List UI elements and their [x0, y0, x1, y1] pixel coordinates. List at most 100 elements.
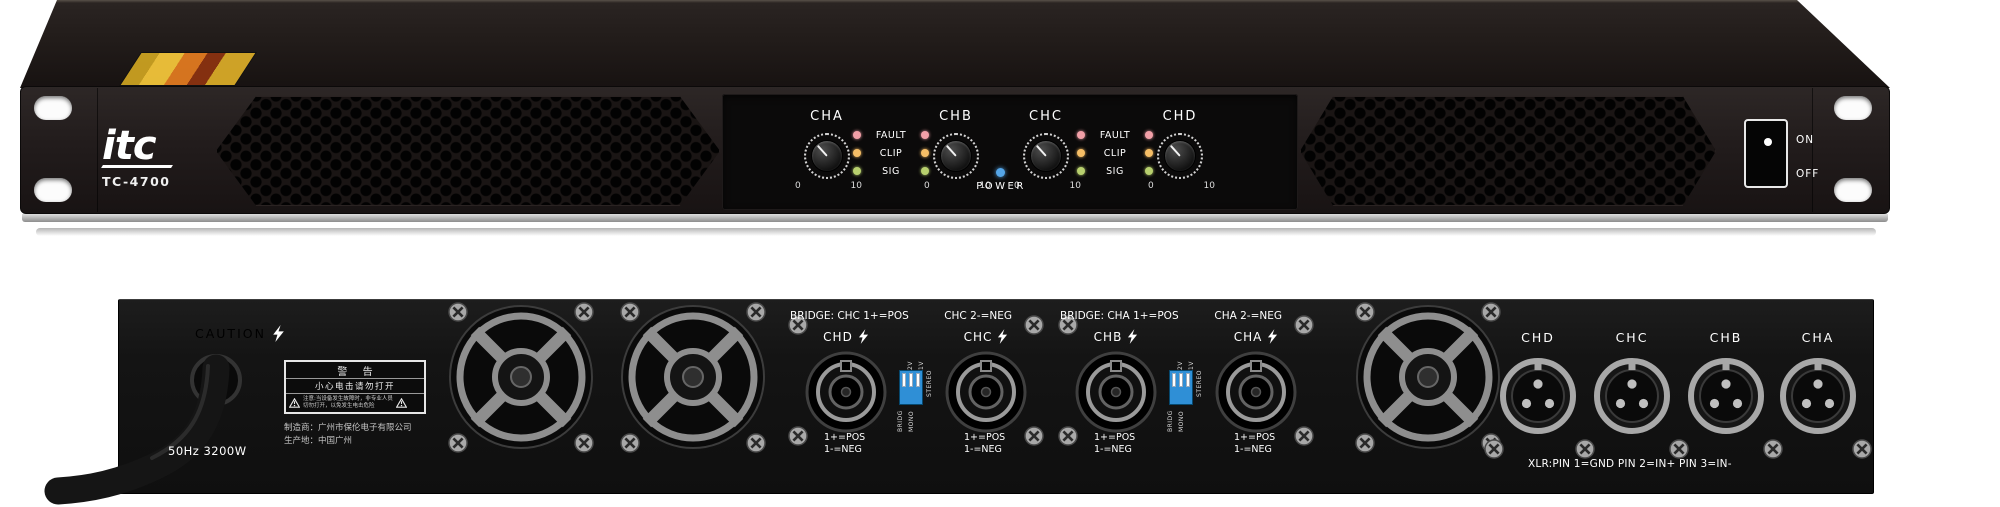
fault-led	[853, 131, 861, 139]
warning-note: 注意:当设备发生故障时，非专业人员 切勿打开，以免发生电击危险	[303, 396, 393, 409]
input-label-chb: CHB	[1709, 330, 1743, 345]
front-label-chb: CHB	[939, 109, 973, 124]
dip-label-2v: 2V	[907, 361, 914, 370]
knob-unit-chc: 0 10	[1011, 131, 1081, 191]
lightning-bolt-icon	[998, 329, 1008, 344]
fault-label: FAULT	[875, 129, 907, 141]
dip-label-mono: MONO	[1178, 410, 1185, 432]
volume-knob-cha[interactable]	[811, 140, 843, 172]
output-label-chc: CHC	[948, 329, 1024, 344]
dip-switch-block-2[interactable]: 2V 1V STEREO BRIDG MONO	[1163, 353, 1209, 432]
scale-max: 10	[1069, 181, 1081, 191]
switch-on-label: ON	[1796, 134, 1815, 146]
scale-max: 10	[850, 181, 862, 191]
clip-led	[853, 149, 861, 157]
front-bottom-trim	[22, 214, 1888, 222]
input-label-cha: CHA	[1801, 330, 1835, 345]
vent-grille-left	[216, 96, 720, 206]
sig-led	[1077, 167, 1085, 175]
rocker-dot	[1764, 138, 1772, 146]
front-label-cha: CHA	[810, 109, 844, 124]
knob-pointer	[1035, 144, 1047, 157]
dip-label-stereo: STEREO	[1196, 370, 1203, 397]
dip-label-2v: 2V	[1177, 361, 1184, 370]
brand-logo: itc	[102, 123, 157, 169]
knob-pointer	[1169, 144, 1181, 157]
dip-toggle[interactable]	[902, 373, 906, 387]
dip-label-1v: 1V	[918, 361, 925, 370]
fault-label: FAULT	[1099, 129, 1131, 141]
warning-title: 警 告	[337, 367, 379, 378]
knob-pointer	[816, 144, 828, 157]
led-cluster-cd: FAULT CLIP SIG	[1077, 126, 1153, 180]
dip-label-bridg: BRIDG	[1167, 410, 1174, 432]
vent-grille-right	[1300, 96, 1716, 206]
dip-switch-block-1[interactable]: 2V 1V STEREO BRIDG MONO	[893, 353, 939, 432]
dip-label-bridg: BRIDG	[897, 410, 904, 432]
power-rocker-switch[interactable]	[1744, 119, 1788, 188]
sig-led	[921, 167, 929, 175]
led-cluster-ab: FAULT CLIP SIG	[853, 126, 929, 180]
dip-toggle[interactable]	[1179, 373, 1183, 387]
front-chassis-top	[20, 0, 1890, 88]
dip-switches[interactable]	[899, 370, 923, 405]
lightning-bolt-icon	[1268, 329, 1278, 344]
warning-triangle-icon	[395, 398, 407, 408]
sig-label: SIG	[882, 165, 900, 177]
fault-led	[921, 131, 929, 139]
power-label: POWER	[976, 181, 1026, 192]
bridge-label-group2: BRIDGE: CHA 1+=POS CHA 2-=NEG	[1060, 310, 1282, 322]
knob-unit-chd: 0 10	[1145, 131, 1215, 191]
rack-hole-top-left	[34, 96, 72, 120]
scale-min: 0	[795, 181, 801, 191]
sig-led	[1145, 167, 1153, 175]
warning-triangle-icon	[289, 398, 300, 408]
dip-toggle[interactable]	[909, 373, 913, 387]
scale-min: 0	[924, 181, 930, 191]
scale-min: 0	[1014, 181, 1020, 191]
dip-label-stereo: STEREO	[926, 370, 933, 397]
brand-block: itc TC-4700	[101, 123, 173, 189]
dip-switches[interactable]	[1169, 370, 1193, 405]
caution-block: CAUTION	[195, 325, 285, 342]
scale-min: 0	[1148, 181, 1154, 191]
rack-ear-seam-left	[97, 88, 98, 212]
lightning-bolt-icon	[1128, 329, 1138, 344]
dip-toggle[interactable]	[1172, 373, 1176, 387]
caution-label: CAUTION	[195, 326, 266, 341]
clip-led	[1145, 149, 1153, 157]
input-label-chd: CHD	[1521, 330, 1555, 345]
knob-unit-chb: 0 10	[921, 131, 991, 191]
volume-knob-chd[interactable]	[1164, 140, 1196, 172]
rack-hole-bottom-right	[1834, 178, 1872, 202]
knob-tick-ring	[1157, 133, 1203, 179]
warning-label: 警 告 小心电击请勿打开 注意:当设备发生故障时，非专业人员 切勿打开，以免发生…	[284, 360, 426, 414]
clip-led	[1077, 149, 1085, 157]
dip-label-1v: 1V	[1188, 361, 1195, 370]
fault-led	[1145, 131, 1153, 139]
volume-knob-chc[interactable]	[1030, 140, 1062, 172]
rack-hole-bottom-left	[34, 178, 72, 202]
knob-tick-ring	[1023, 133, 1069, 179]
front-label-chc: CHC	[1029, 109, 1063, 124]
knob-tick-ring	[804, 133, 850, 179]
sig-led	[853, 167, 861, 175]
dip-label-mono: MONO	[908, 410, 915, 432]
volume-knob-chb[interactable]	[940, 140, 972, 172]
scale-max: 10	[979, 181, 991, 191]
switch-off-label: OFF	[1796, 168, 1820, 180]
warning-subtitle: 小心电击请勿打开	[286, 378, 424, 394]
brand-underline	[101, 165, 173, 168]
top-cert-sticker	[118, 52, 258, 86]
scale-max: 10	[1203, 181, 1215, 191]
clip-led	[921, 149, 929, 157]
dip-toggle[interactable]	[1186, 373, 1190, 387]
clip-label: CLIP	[879, 147, 903, 159]
unit-shadow	[36, 228, 1876, 236]
dip-toggle[interactable]	[916, 373, 920, 387]
